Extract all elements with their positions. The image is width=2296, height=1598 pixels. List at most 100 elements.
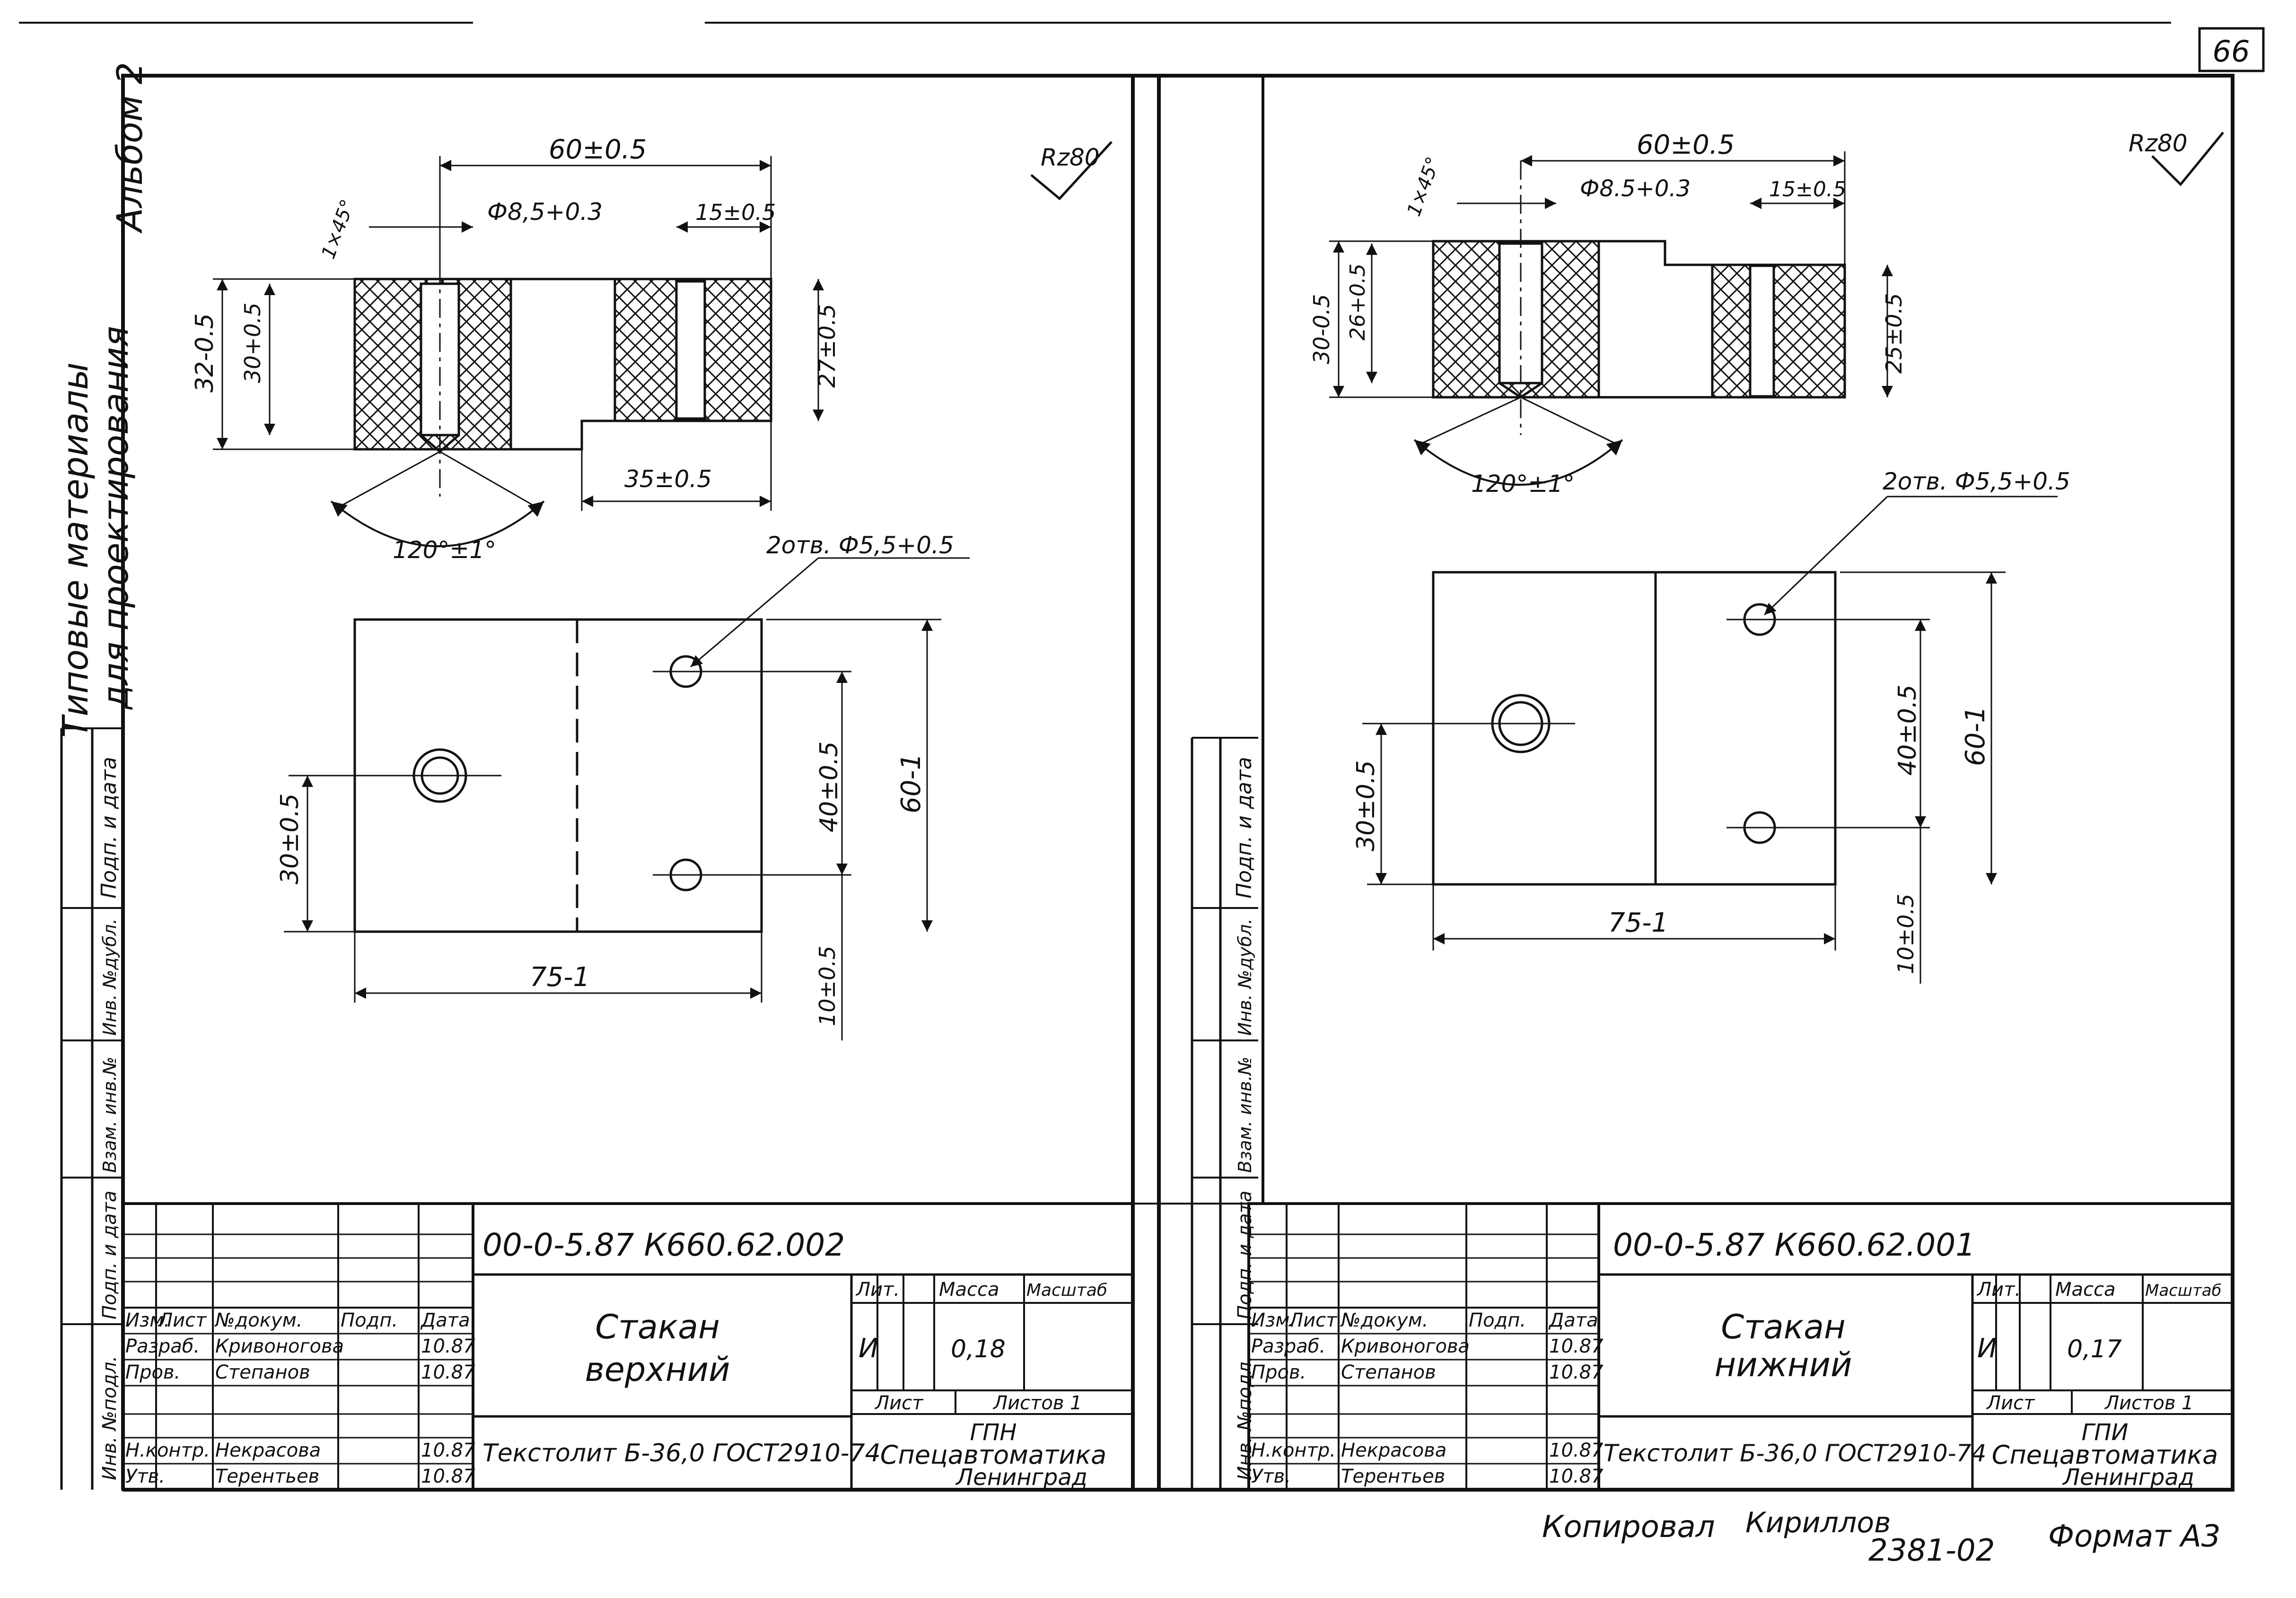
left-title-block-text: 00-0-5.87 К660.62.002 Стакан верхний Тек… [125,1227,1107,1491]
dim-holes-dist: 40±0.5 [815,742,843,832]
right-rough-mark [2151,131,2224,186]
dim-h-right: 27±0.5 [814,304,841,388]
left-p2-name: Некрасова [215,1440,321,1461]
r-dim-edge: 10±0.5 [1893,894,1919,974]
left-dim-labels: 60±0.5 1×45° Ф8,5+0.3 15±0.5 32-0.5 30+0… [191,134,1100,1026]
margin-labels-left: Подп. и дата Инв. №дубл. Взам. инв.№ Под… [97,757,121,1480]
right-h-sheets: Листов 1 [2104,1392,2194,1414]
right-h-scale: Масштаб [2145,1281,2222,1300]
right-p1-name: Степанов [1341,1362,1436,1383]
r-dim-step: 15±0.5 [1769,177,1846,201]
copied-label: Копировал [1542,1510,1715,1545]
r-dim-width: 60-1 [1960,706,1991,766]
dim-width: 60-1 [896,753,927,813]
album-number: Альбом 2 [110,62,150,234]
dim-edge: 10±0.5 [815,946,840,1026]
right-p0-date: 10.87 [1549,1336,1604,1357]
dim-step: 15±0.5 [695,200,776,225]
left-title-2: верхний [585,1350,730,1389]
margin-label-3: Подп. и дата [99,1191,121,1319]
copied-signature: Кириллов [1745,1506,1891,1539]
left-p1-name: Степанов [215,1362,310,1383]
right-h-izm: Изм. [1251,1310,1296,1331]
right-p0-role: Разраб. [1251,1336,1325,1357]
left-h-doc: №докум. [214,1310,302,1331]
right-title-block-grid [1247,1202,2234,1491]
right-lit: И [1977,1333,1997,1364]
left-org2: Спецавтоматика [880,1440,1107,1470]
left-p3-date: 10.87 [421,1466,475,1487]
right-h-date: Дата [1548,1310,1598,1331]
r-dim-angle: 120°±1° [1471,470,1575,498]
right-p0-name: Кривоногова [1341,1336,1470,1357]
right-org3: Ленинград [2062,1464,2194,1491]
album-title-line2: для проектирования [96,326,136,710]
margin-label-0: Подп. и дата [97,757,121,899]
margin-labels-right: Подп. и дата Инв. №дубл. Взам. инв.№ Под… [1232,757,1256,1480]
left-h-lit: Лит. [855,1279,900,1301]
right-h-sign: Подп. [1469,1310,1526,1331]
right-h-lit: Лит. [1976,1279,2021,1301]
right-doc-code: 00-0-5.87 К660.62.001 [1613,1227,1975,1263]
left-p3-name: Терентьев [215,1466,319,1487]
dim-holes2: 2отв. Ф5,5+0.5 [766,532,954,559]
dim-h-hole: 30+0.5 [240,303,265,383]
r-dim-h-total: 30-0.5 [1309,294,1334,364]
right-title-1: Стакан [1721,1308,1846,1346]
margin-label-r3: Подп. и дата [1234,1191,1256,1319]
left-h-sheets: Листов 1 [992,1392,1082,1414]
left-org1: ГПН [970,1419,1017,1446]
page-number-box: 66 [2198,27,2265,72]
right-p2-name: Некрасова [1341,1440,1446,1461]
dim-h-total: 32-0.5 [191,313,219,393]
left-material: Текстолит Б-36,0 ГОСТ2910-74 [482,1439,881,1467]
left-plan-view [284,557,970,1040]
left-h-date: Дата [420,1310,470,1331]
left-p0-date: 10.87 [421,1336,475,1357]
right-material: Текстолит Б-36,0 ГОСТ2910-74 [1604,1440,1986,1467]
r-dim-holes2: 2отв. Ф5,5+0.5 [1883,468,2070,495]
left-h-mass: Масса [939,1279,999,1301]
left-p1-date: 10.87 [421,1362,475,1383]
right-title-block-text: 00-0-5.87 К660.62.001 Стакан нижний Текс… [1251,1227,2222,1491]
rough-label: Rz80 [1041,144,1100,171]
left-title-1: Стакан [595,1308,720,1346]
album-title-line1: Типовые материалы [55,362,96,738]
right-org2: Спецавтоматика [1992,1440,2218,1470]
right-mass: 0,17 [2067,1335,2122,1363]
left-lit: И [859,1333,878,1364]
right-h-sheet: Лист [1986,1392,2035,1414]
left-p0-name: Кривоногова [215,1336,344,1357]
margin-label-2: Взам. инв.№ [99,1057,120,1173]
r-dim-chamfer: 1×45° [1403,154,1445,219]
dim-length: 75-1 [530,962,590,993]
right-section-view [1329,151,1893,486]
margin-label-r4: Инв. №подл. [1234,1356,1256,1480]
right-h-mass: Масса [2055,1279,2116,1301]
margin-label-r2: Взам. инв.№ [1235,1057,1255,1173]
left-p1-role: Пров. [125,1362,180,1383]
dim-angle: 120°±1° [393,536,496,564]
left-title-block-grid [122,1202,1134,1491]
margin-label-r0: Подп. и дата [1232,757,1256,899]
left-rough-mark [1030,141,1113,201]
right-plan-view [1362,496,2058,984]
r-dim-holes-dist: 40±0.5 [1893,685,1922,776]
dim-hole-d: Ф8,5+0.3 [487,198,603,226]
archive-code: 2381-02 [1868,1533,1995,1568]
right-org1: ГПИ [2082,1419,2129,1446]
right-title-2: нижний [1714,1345,1852,1384]
right-p1-role: Пров. [1251,1362,1306,1383]
right-p1-date: 10.87 [1549,1362,1604,1383]
right-p3-role: Утв. [1251,1466,1291,1487]
r-dim-hole-pos: 30±0.5 [1352,760,1380,851]
right-p2-role: Н.контр. [1251,1440,1336,1461]
r-dim-top-len: 60±0.5 [1637,130,1735,160]
left-h-list: Лист [158,1310,207,1331]
dim-top-len: 60±0.5 [549,134,647,165]
footer: Копировал Кириллов 2381-02 Формат А3 [1542,1506,2221,1568]
left-h-sign: Подп. [341,1310,398,1331]
r-dim-hole-d: Ф8.5+0.3 [1580,175,1691,202]
album-caption: Альбом 2 Типовые материалы для проектиро… [55,62,150,738]
